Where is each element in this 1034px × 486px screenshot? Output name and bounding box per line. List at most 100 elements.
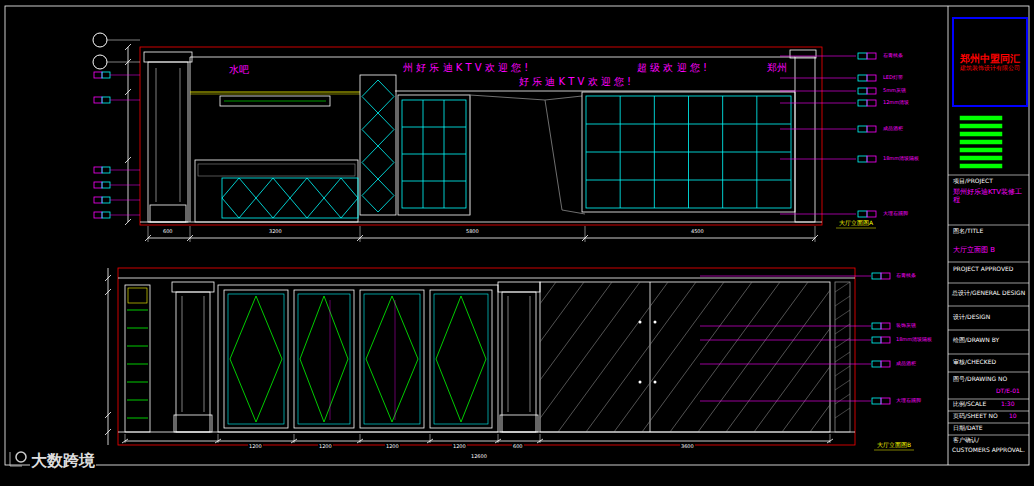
hatch-line bbox=[835, 394, 850, 404]
glass-panel bbox=[434, 294, 488, 424]
callout-box bbox=[94, 212, 102, 218]
material-note: 石膏线条 bbox=[895, 273, 917, 279]
callout-box bbox=[881, 337, 890, 343]
dimension-line bbox=[128, 47, 129, 222]
callout-box bbox=[858, 211, 867, 217]
title-field: 图号/DRAWING NO bbox=[952, 376, 1008, 383]
title-row-line bbox=[948, 435, 1029, 436]
planter bbox=[198, 164, 355, 176]
soffit-line bbox=[190, 57, 395, 58]
hatch-line bbox=[835, 296, 850, 306]
column-capital bbox=[172, 282, 214, 292]
view-frame bbox=[140, 47, 822, 225]
callout-box bbox=[858, 126, 867, 132]
pillar-capital bbox=[144, 52, 192, 62]
hatch-line bbox=[835, 408, 850, 418]
callout-circle bbox=[93, 55, 107, 69]
hatch-line bbox=[835, 282, 850, 292]
title-field: 日期/DATE bbox=[952, 425, 984, 432]
view-caption: 大厅立面图A bbox=[838, 220, 874, 227]
bar-counter bbox=[195, 160, 358, 222]
dimension-tick bbox=[291, 439, 297, 443]
callout-box bbox=[881, 323, 890, 329]
mirror-panel bbox=[540, 282, 830, 432]
cabinet-grid bbox=[402, 154, 466, 155]
column-line bbox=[204, 296, 205, 412]
leader-line bbox=[780, 159, 856, 160]
dimension-tick bbox=[125, 219, 131, 225]
pillar-base bbox=[150, 205, 186, 222]
column-base bbox=[500, 415, 538, 432]
company-name: 郑州中盟同汇 bbox=[960, 53, 1020, 65]
material-note: 成品酒柜 bbox=[895, 361, 917, 367]
hatch-line bbox=[835, 338, 850, 348]
dimension: 1200 bbox=[318, 444, 333, 450]
title-bar bbox=[960, 132, 1002, 136]
title-bar bbox=[960, 164, 1002, 168]
dimension: 600 bbox=[162, 229, 174, 235]
caption-underline bbox=[874, 450, 914, 451]
view-caption: 大厅立面图B bbox=[876, 442, 912, 449]
title-logo-box: 郑州中盟同汇建筑装饰设计有限公司 bbox=[952, 17, 1028, 107]
dimension-tick bbox=[537, 439, 543, 443]
column-capital bbox=[790, 50, 816, 58]
leader-line bbox=[780, 56, 856, 57]
shelf-board bbox=[127, 364, 148, 365]
material-note: 装饰灰镜 bbox=[895, 323, 917, 329]
callout-box bbox=[102, 197, 110, 203]
hatch-line bbox=[810, 282, 830, 432]
hatch-line bbox=[835, 380, 850, 390]
dimension-tick bbox=[105, 289, 111, 295]
leader-line bbox=[780, 129, 856, 130]
area-name: 水吧 bbox=[228, 64, 250, 76]
dimension-tick bbox=[122, 439, 128, 443]
title-block-border bbox=[948, 6, 949, 465]
hatch-line bbox=[586, 282, 696, 432]
dimension-tick bbox=[105, 275, 111, 281]
title-field: 绘图/DRAWN BY bbox=[952, 337, 1000, 344]
column-line bbox=[530, 296, 531, 412]
dimension-tick bbox=[427, 439, 433, 443]
leader-line bbox=[780, 214, 856, 215]
callout-box bbox=[867, 156, 876, 162]
callout-box bbox=[102, 212, 110, 218]
pillar bbox=[148, 62, 188, 222]
glass-diamond bbox=[436, 296, 486, 422]
hatch-line bbox=[698, 282, 808, 432]
dimension: 1200 bbox=[452, 444, 467, 450]
leader-line bbox=[110, 200, 140, 201]
title-row-line bbox=[948, 411, 1029, 412]
fixing-dot bbox=[639, 381, 642, 384]
lattice-diamond bbox=[362, 113, 394, 146]
leader-line bbox=[107, 40, 140, 41]
sign-text: 州 好 乐 迪 K T V 欢 迎 您 ! bbox=[402, 62, 529, 74]
slanted-wall bbox=[470, 95, 585, 214]
dimension-tick bbox=[357, 235, 363, 241]
company-subtitle: 建筑装饰设计有限公司 bbox=[960, 65, 1020, 72]
column bbox=[502, 292, 536, 432]
callout-box bbox=[858, 53, 867, 59]
callout-box bbox=[872, 323, 881, 329]
leader-line bbox=[110, 185, 140, 186]
slanted-wall bbox=[545, 96, 582, 100]
title-bar bbox=[960, 156, 1002, 160]
dimension-tick bbox=[125, 157, 131, 163]
floor-line bbox=[118, 432, 855, 433]
callout-box bbox=[102, 97, 110, 103]
drawing-number: DT/E-01 bbox=[995, 388, 1021, 395]
lattice-diamond bbox=[290, 178, 324, 218]
door-panel bbox=[294, 290, 354, 428]
title-field: 总设计/GENERAL DESIGN bbox=[951, 290, 1026, 297]
title-bar bbox=[960, 124, 1002, 128]
shelf-board bbox=[127, 346, 148, 347]
fixing-dot bbox=[654, 321, 657, 324]
lattice-diamond bbox=[324, 178, 358, 218]
glass-diamond bbox=[366, 296, 418, 422]
callout-box bbox=[867, 53, 876, 59]
title-row-line bbox=[948, 372, 1029, 373]
view-frame bbox=[118, 268, 855, 445]
hatch-line bbox=[835, 366, 850, 376]
extension-line bbox=[190, 226, 191, 242]
hatch-line bbox=[754, 282, 830, 432]
dimension: 3200 bbox=[268, 229, 283, 235]
